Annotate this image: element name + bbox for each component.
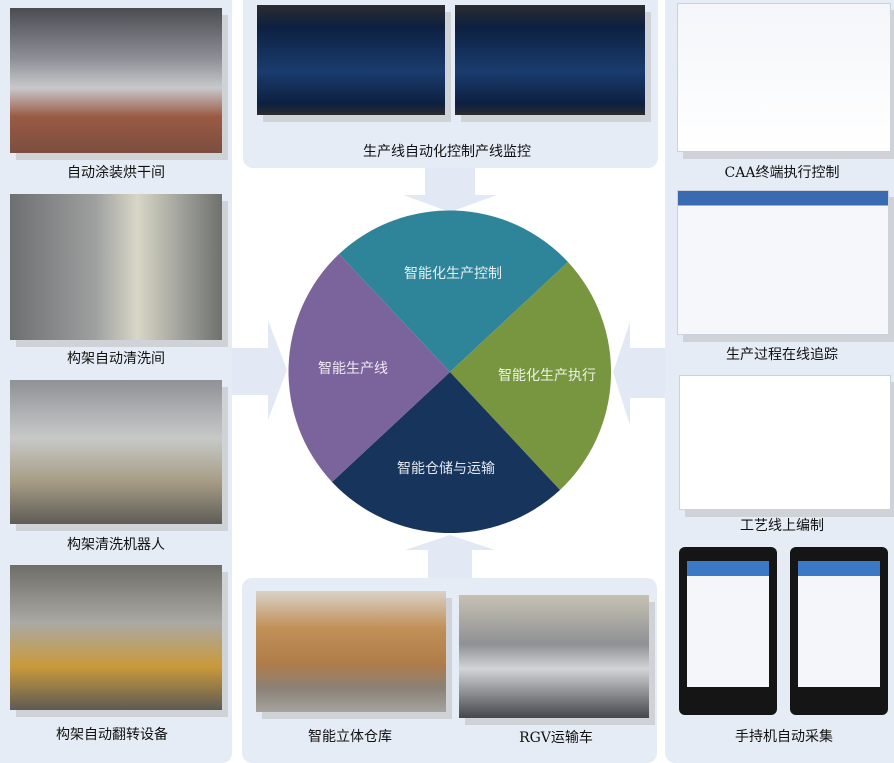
label-wash-robot: 构架清洗机器人 [67,537,165,553]
label-paint-booth: 自动涂装烘干间 [67,165,165,181]
label-process-planning: 工艺线上编制 [740,518,824,534]
photo-wash-robot [10,380,222,524]
photo-handheld-2 [790,547,888,715]
segment-execution [450,262,612,490]
photo-flip-equipment [10,565,222,710]
photo-monitor-screen-1 [257,5,445,115]
segment-label-line: 智能生产线 [318,361,388,377]
label-line-monitoring: 生产线自动化控制产线监控 [363,144,531,160]
photo-wash-room [10,194,222,340]
arrow-up [405,535,495,578]
segment-label-storage: 智能仓储与运输 [397,461,495,477]
label-process-tracking: 生产过程在线追踪 [726,347,838,363]
label-caa-terminal: CAA终端执行控制 [724,165,840,181]
photo-warehouse [256,591,446,712]
arrow-down [403,168,497,212]
photo-paint-booth [10,8,222,153]
label-wash-room: 构架自动清洗间 [67,351,165,367]
segment-control [339,210,568,372]
segment-line [288,254,450,482]
photo-handheld-1 [679,547,777,715]
label-rgv: RGV运输车 [519,730,593,746]
screenshot-caa-terminal [677,3,891,152]
label-warehouse: 智能立体仓库 [308,729,392,745]
segment-label-execution: 智能化生产执行 [498,368,596,384]
screenshot-process-tracking [677,190,889,335]
arrow-right [232,320,287,420]
label-handheld: 手持机自动采集 [735,729,833,745]
segment-label-control: 智能化生产控制 [404,266,502,282]
segment-storage [332,372,560,534]
photo-rgv [459,595,649,718]
diagram-process-flow [679,375,891,510]
photo-monitor-screen-2 [455,5,645,115]
arrow-left [613,322,665,425]
label-flip-equipment: 构架自动翻转设备 [56,727,168,743]
